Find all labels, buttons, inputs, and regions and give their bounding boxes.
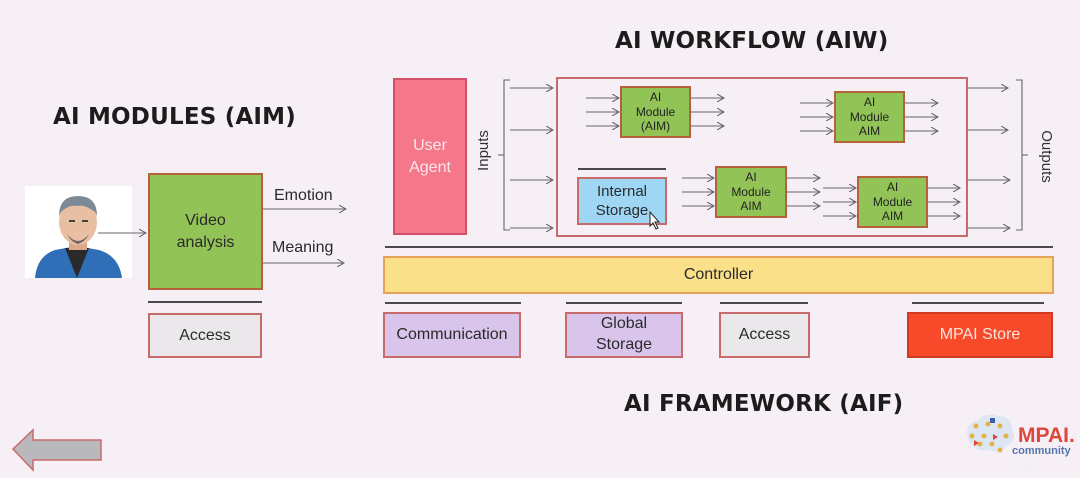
user-agent-box: User Agent	[393, 78, 467, 235]
global-storage-box: Global Storage	[565, 312, 683, 358]
aif-title: AI FRAMEWORK (AIF)	[624, 391, 904, 417]
ai-module-2: AI Module AIM	[834, 91, 905, 143]
communication-box: Communication	[383, 312, 521, 358]
output-emotion: Emotion	[274, 187, 333, 204]
aif-access-box: Access	[719, 312, 810, 358]
video-analysis-label: Video analysis	[176, 211, 235, 251]
ai-module-label: AI Module (AIM)	[635, 90, 676, 134]
aim-title: AI MODULES (AIM)	[53, 104, 296, 130]
divider-line	[578, 168, 666, 170]
divider-line	[148, 301, 262, 303]
communication-label: Communication	[396, 326, 508, 344]
divider-line	[912, 302, 1044, 304]
mpai-logo: MPAI. community 16	[960, 410, 1080, 477]
aiw-title: AI WORKFLOW (AIW)	[615, 28, 889, 54]
ai-module-label: AI Module AIM	[849, 95, 890, 139]
divider-line	[566, 302, 682, 304]
global-storage-label: Global Storage	[595, 315, 653, 353]
page-number: 16	[1020, 462, 1032, 473]
aim-access-box: Access	[148, 313, 262, 358]
user-agent-label: User Agent	[409, 136, 451, 176]
video-analysis-module: Video analysis	[148, 173, 263, 290]
ai-module-3: AI Module AIM	[715, 166, 787, 218]
mouse-cursor-icon	[649, 210, 661, 230]
ai-module-1: AI Module (AIM)	[620, 86, 691, 138]
divider-line	[385, 302, 521, 304]
logo-text: MPAI.	[1018, 424, 1075, 447]
internal-storage-label: Internal Storage	[595, 182, 649, 220]
divider-line	[720, 302, 808, 304]
back-arrow-icon[interactable]	[10, 427, 104, 478]
controller-box: Controller	[383, 256, 1054, 294]
divider-line	[385, 246, 1053, 248]
logo-subtext: community	[1012, 445, 1071, 457]
ai-module-label: AI Module AIM	[731, 170, 771, 214]
brain-network-icon	[967, 414, 1014, 453]
mpai-store-label: MPAI Store	[939, 326, 1021, 344]
ai-module-label: AI Module AIM	[872, 180, 913, 224]
aif-access-label: Access	[738, 326, 791, 344]
person-avatar-icon	[25, 186, 132, 278]
output-meaning: Meaning	[272, 239, 334, 256]
mpai-store-box: MPAI Store	[907, 312, 1053, 358]
ai-module-4: AI Module AIM	[857, 176, 928, 228]
controller-label: Controller	[683, 266, 754, 284]
aim-access-label: Access	[179, 326, 231, 344]
workflow-frame	[556, 77, 968, 237]
